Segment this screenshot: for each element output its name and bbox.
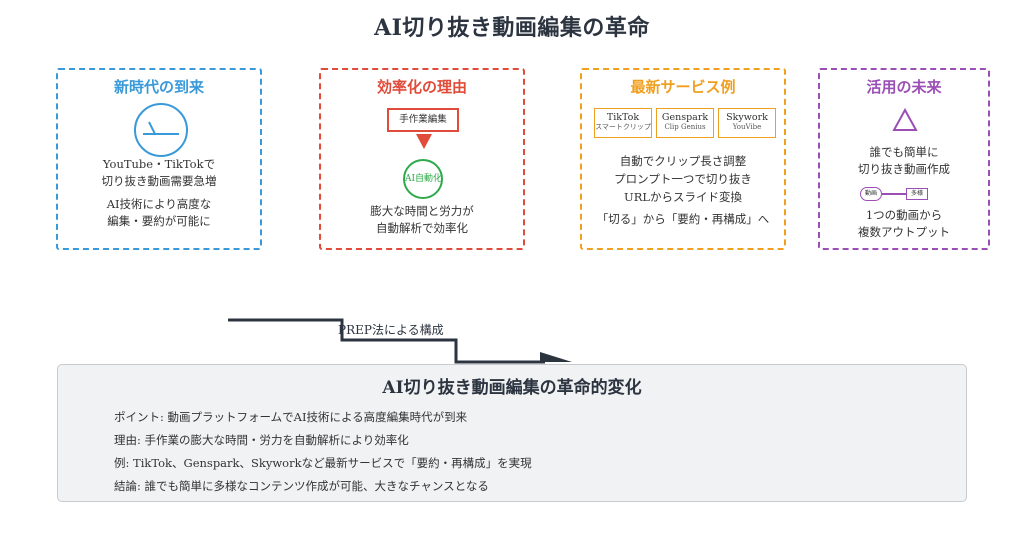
card-future-heading: 活用の未来 <box>866 78 942 96</box>
card-new-era-line-3: AI技術により高度な <box>106 197 212 211</box>
summary-point: ポイント: 動画プラットフォームでAI技術による高度編集時代が到来 <box>114 410 468 424</box>
manual-edit-label: 手作業編集 <box>399 114 447 125</box>
service-skywork: Skywork YouVibe <box>718 108 776 138</box>
card-services-line-3: URLからスライド変換 <box>624 190 742 204</box>
service-genspark: Genspark Clip Genius <box>656 108 714 138</box>
service-skywork-name: Skywork <box>726 112 768 123</box>
card-new-era-line-4: 編集・要約が可能に <box>107 214 211 228</box>
service-tiktok-name: TikTok <box>606 112 640 123</box>
video-node: 動画 <box>860 187 882 201</box>
card-services-line-4: 「切る」から「要約・再構成」へ <box>596 212 770 226</box>
node-connector <box>882 193 906 195</box>
flow-arrowhead <box>540 352 572 362</box>
card-new-era-heading: 新時代の到来 <box>113 78 204 96</box>
ai-automation-label: AI自動化 <box>405 174 443 184</box>
service-skywork-sub: YouVibe <box>732 123 762 131</box>
service-genspark-sub: Clip Genius <box>664 123 706 131</box>
card-future: 活用の未来 誰でも簡単に 切り抜き動画作成 動画 多様 1つの動画から 複数アウ… <box>818 68 990 250</box>
service-genspark-name: Genspark <box>661 112 709 123</box>
clock-icon <box>134 103 188 157</box>
card-new-era-line-2: 切り抜き動画需要急増 <box>101 174 217 188</box>
page-title: AI切り抜き動画編集の革命 <box>374 15 650 41</box>
output-node-label: 多様 <box>910 190 923 197</box>
card-services-line-1: 自動でクリップ長さ調整 <box>619 154 747 168</box>
card-efficiency: 効率化の理由 手作業編集 AI自動化 膨大な時間と労力が 自動解析で効率化 <box>319 68 525 250</box>
card-new-era-line-1: YouTube・TikTokで <box>102 157 216 171</box>
card-efficiency-line-1: 膨大な時間と労力が <box>370 204 474 218</box>
flow-label: PREP法による構成 <box>338 323 444 337</box>
card-future-line-2: 切り抜き動画作成 <box>858 162 950 176</box>
manual-edit-box: 手作業編集 <box>387 108 459 132</box>
card-future-line-3: 1つの動画から <box>865 208 943 222</box>
card-efficiency-line-2: 自動解析で効率化 <box>376 221 468 235</box>
video-node-label: 動画 <box>864 190 877 197</box>
output-node: 多様 <box>906 188 928 200</box>
summary-reason: 理由: 手作業の膨大な時間・労力を自動解析により効率化 <box>114 433 409 447</box>
service-tiktok: TikTok スマートクリップ <box>594 108 652 138</box>
card-efficiency-heading: 効率化の理由 <box>376 78 467 96</box>
triangle-icon <box>892 108 918 131</box>
summary-example: 例: TikTok、Genspark、Skyworkなど最新サービスで「要約・再… <box>114 456 532 470</box>
card-future-line-4: 複数アウトプット <box>858 225 950 239</box>
summary-heading: AI切り抜き動画編集の革命的変化 <box>382 378 642 398</box>
summary-conclusion: 結論: 誰でも簡単に多様なコンテンツ作成が可能、大きなチャンスとなる <box>114 479 489 493</box>
card-services: 最新サービス例 TikTok スマートクリップ Genspark Clip Ge… <box>580 68 786 250</box>
card-services-heading: 最新サービス例 <box>630 78 736 96</box>
arrow-down-icon <box>416 134 432 149</box>
service-tiktok-sub: スマートクリップ <box>595 123 651 131</box>
card-services-line-2: プロンプト一つで切り抜き <box>614 172 752 186</box>
summary-box: AI切り抜き動画編集の革命的変化 ポイント: 動画プラットフォームでAI技術によ… <box>57 364 967 502</box>
card-future-line-1: 誰でも簡単に <box>869 145 939 159</box>
ai-automation-circle: AI自動化 <box>403 159 443 199</box>
card-new-era: 新時代の到来 YouTube・TikTokで 切り抜き動画需要急増 AI技術によ… <box>56 68 262 250</box>
